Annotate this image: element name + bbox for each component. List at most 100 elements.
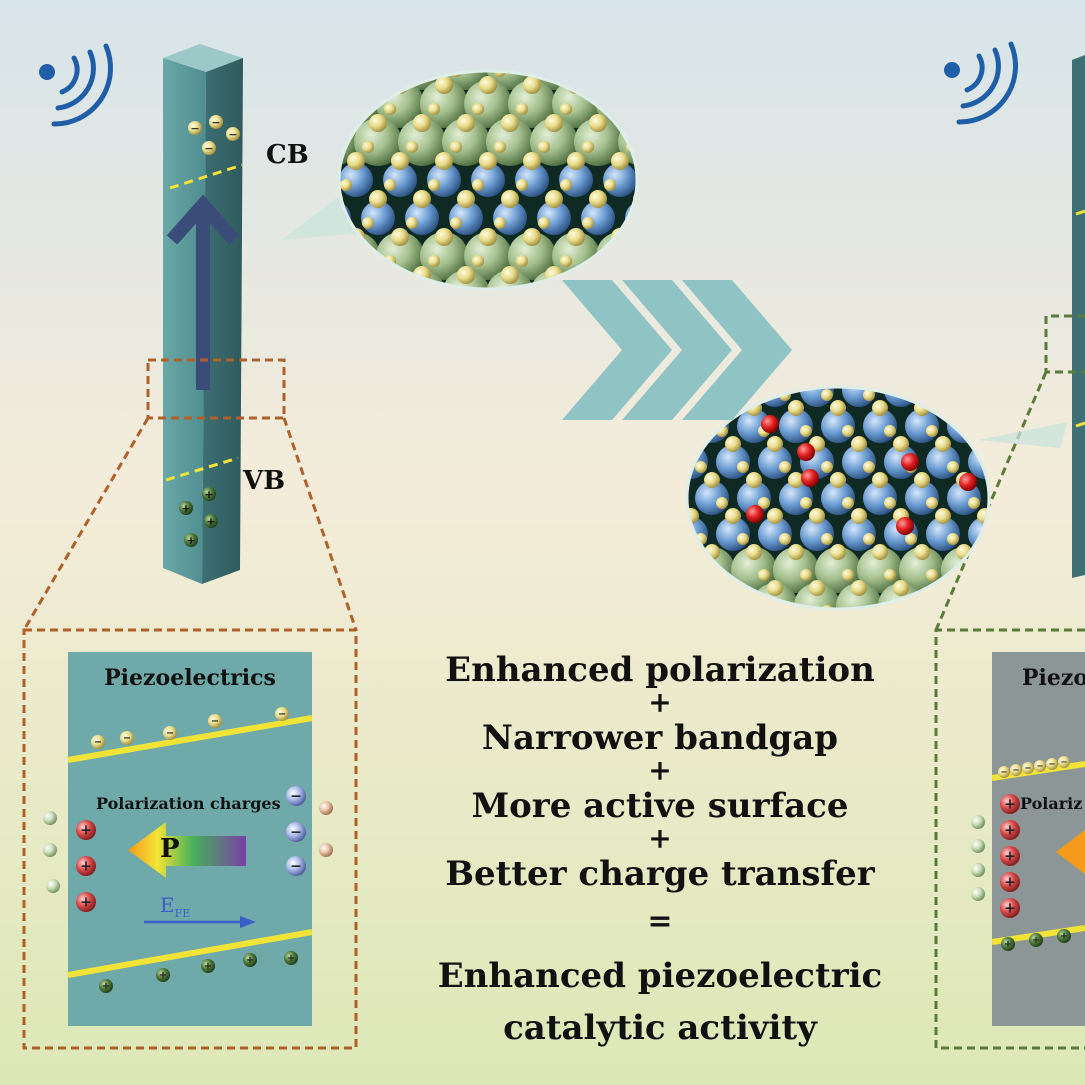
yellow-atom [767, 436, 783, 452]
svg-text:−: − [190, 122, 199, 135]
hole [1001, 937, 1015, 951]
green-atom [508, 232, 556, 280]
yellow-atom [479, 228, 497, 246]
hole [284, 951, 298, 965]
hole-sign: + [1004, 939, 1012, 950]
yellow-atom [851, 436, 867, 452]
green-atom [574, 118, 622, 166]
yellow-atom [758, 497, 770, 509]
green-atom [420, 232, 468, 280]
screening-charge [971, 863, 985, 877]
green-atom [442, 72, 490, 90]
positive-charge [1000, 820, 1020, 840]
electron-sign: − [278, 709, 286, 720]
positive-charge [1000, 872, 1020, 892]
green-atom [815, 547, 861, 593]
hole [1029, 933, 1043, 947]
svg-text:+: + [204, 488, 213, 501]
hole-sign: + [246, 955, 254, 966]
yellow-atom [926, 497, 938, 509]
screening-charge [43, 811, 57, 825]
positive-charge [76, 856, 96, 876]
summary-equals: = [647, 904, 673, 939]
yellow-atom [582, 141, 594, 153]
positive-charge-sign: + [80, 823, 92, 839]
svg-text:+: + [186, 534, 195, 547]
yellow-atom [830, 400, 846, 416]
green-atom [530, 118, 578, 166]
green-atom [420, 80, 468, 128]
inset-title-right: Piezo [1022, 665, 1085, 691]
yellow-atom [830, 544, 846, 560]
electron-sign: − [211, 716, 219, 727]
yellow-atom [842, 569, 854, 581]
vacancy-atom [896, 517, 914, 535]
electron-sign: − [1012, 765, 1019, 775]
green-atom [773, 547, 819, 593]
vacancy-atom [746, 505, 764, 523]
yellow-atom [450, 217, 462, 229]
yellow-atom [384, 179, 396, 191]
inset-title: Piezoelectrics [104, 665, 276, 691]
negative-charge [286, 786, 306, 806]
yellow-atom [758, 569, 770, 581]
callout-wedge-bottom [978, 422, 1068, 448]
yellow-atom [516, 179, 528, 191]
yellow-atom [582, 217, 594, 229]
hole-sign: + [102, 981, 110, 992]
green-atom [442, 118, 490, 166]
efield-label: EFE [160, 893, 191, 920]
yellow-atom [821, 461, 833, 473]
yellow-atom [767, 580, 783, 596]
yellow-atom [725, 508, 741, 524]
electron-sign: − [1060, 757, 1067, 767]
yellow-atom [523, 152, 541, 170]
yellow-atom [884, 569, 896, 581]
positive-charge [76, 892, 96, 912]
yellow-atom [779, 461, 791, 473]
yellow-atom [809, 580, 825, 596]
positive-charge [1000, 846, 1020, 866]
yellow-atom [788, 544, 804, 560]
yellow-atom [428, 103, 440, 115]
piezo-inset-left [67, 652, 313, 1026]
vacancy-atom [801, 469, 819, 487]
electron [1010, 764, 1022, 776]
yellow-atom [863, 533, 875, 545]
summary-line-6: catalytic activity [503, 1008, 817, 1048]
hole [99, 979, 113, 993]
yellow-atom [538, 141, 550, 153]
positive-charge [1000, 794, 1020, 814]
yellow-atom [842, 425, 854, 437]
summary-line-5: Enhanced piezoelectric [437, 956, 883, 996]
yellow-atom [589, 190, 607, 208]
zoom-outline-left [22, 358, 358, 1050]
yellow-atom [494, 217, 506, 229]
green-atom [442, 270, 490, 288]
yellow-atom [884, 425, 896, 437]
yellow-atom [926, 569, 938, 581]
negative-charge [286, 856, 306, 876]
summary-line-4: Better charge transfer [445, 854, 875, 894]
yellow-atom [435, 228, 453, 246]
cb-band-line [169, 163, 243, 190]
screening-charge [319, 801, 333, 815]
yellow-atom [494, 141, 506, 153]
yellow-atom [863, 389, 875, 401]
yellow-atom [435, 152, 453, 170]
electron [1034, 760, 1046, 772]
positive-charge-sign: + [1004, 901, 1016, 917]
yellow-atom [905, 533, 917, 545]
positive-charge-sign: + [1004, 797, 1016, 813]
screening-charge [319, 843, 333, 857]
electron [1046, 758, 1058, 770]
electron-sign: − [94, 737, 102, 748]
hole-sign: + [159, 970, 167, 981]
polarization-label-right: Polariz [1020, 794, 1083, 813]
electron-sign: − [1036, 761, 1043, 771]
piezo-inset-right [991, 652, 1085, 1026]
yellow-atom [391, 228, 409, 246]
process-chevrons [562, 280, 792, 420]
vacancy-atom [901, 453, 919, 471]
yellow-atom [369, 190, 387, 208]
